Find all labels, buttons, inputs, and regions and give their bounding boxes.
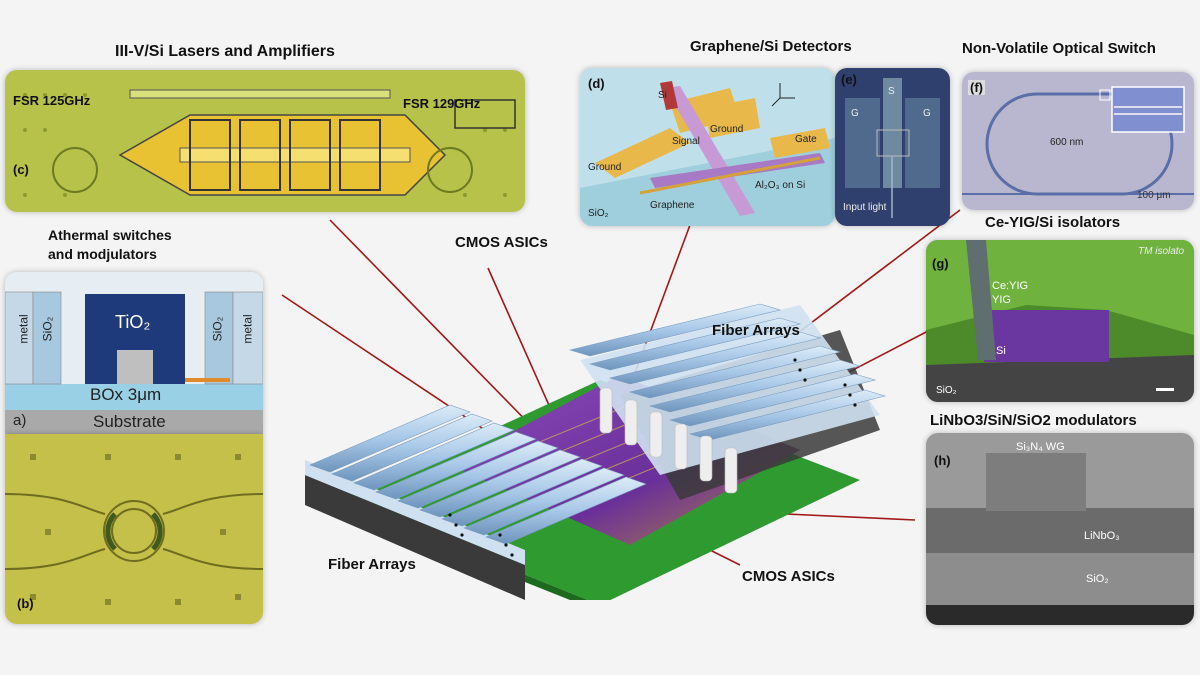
label-linbo3: LiNbO₃	[1084, 530, 1120, 542]
label-sio2-d: SiO₂	[588, 208, 609, 219]
panel-a-cross-section: metal SiO₂ TiO₂ SiO₂ metal BOx 3μm Subst…	[5, 272, 263, 434]
connector-line-cmos-top	[487, 267, 561, 431]
package-illustration	[305, 303, 887, 600]
title-switch: Non-Volatile Optical Switch	[962, 40, 1156, 57]
label-gate: Gate	[795, 134, 817, 145]
label-600nm: 600 nm	[1050, 137, 1084, 148]
label-si3n4: Si₃N₄ WG	[1016, 441, 1065, 453]
label-metal-1: metal	[16, 314, 31, 344]
panel-f-switch: (f) 600 nm 100 μm	[962, 72, 1194, 210]
label-g-1: G	[851, 108, 859, 119]
title-detectors: Graphene/Si Detectors	[690, 38, 852, 55]
fiber-array-right	[568, 303, 887, 441]
title-modulators: LiNbO3/SiN/SiO2 modulators	[930, 412, 1137, 429]
label-input-light: Input light	[843, 202, 887, 213]
label-sio2-2: SiO₂	[210, 316, 225, 342]
panel-a-tag: a)	[13, 412, 27, 429]
label-tio2: TiO₂	[115, 312, 151, 332]
fiber-array-left-base	[305, 475, 525, 600]
label-si-g: Si	[996, 345, 1006, 357]
label-ceyig: Ce:YIG	[992, 280, 1029, 292]
panel-f-tag: (f)	[968, 80, 985, 95]
label-substrate: Substrate	[93, 412, 166, 431]
connector-line-lasers	[329, 219, 546, 441]
fiber-array-left	[309, 404, 647, 545]
ellipsis-dots	[448, 358, 857, 557]
panel-g-tag: (g)	[932, 256, 949, 271]
panel-b-switch: (b)	[5, 434, 263, 624]
title-cmos-top: CMOS ASICs	[455, 234, 548, 251]
title-lasers: III-V/Si Lasers and Amplifiers	[115, 43, 335, 60]
label-si: Si	[658, 90, 667, 101]
panel-d-detector: (d) Si Signal Ground Ground Gate Graphen…	[580, 68, 835, 226]
panel-c-tag: (c)	[13, 162, 29, 177]
panel-e-tag: (e)	[841, 72, 857, 87]
panel-c-lasers: FSR 125GHz FSR 129GHz (c)	[5, 70, 525, 212]
label-ground-2: Ground	[588, 162, 622, 173]
label-ground-1: Ground	[710, 124, 744, 135]
title-athermal-1: Athermal switches	[48, 227, 172, 243]
label-sio2-h: SiO₂	[1086, 573, 1109, 585]
title-fiber-top: Fiber Arrays	[712, 322, 800, 339]
label-tm-isolator: TM isolato	[1138, 246, 1185, 257]
panel-d-tag: (d)	[588, 76, 605, 91]
label-g-2: G	[923, 108, 931, 119]
label-al2o3: Al₂O₃ on Si	[755, 180, 806, 191]
panel-b-tag: (b)	[17, 596, 34, 611]
panel-g-isolator: (g) Ce:YIG YIG Si SiO₂ TM isolato	[926, 240, 1194, 402]
label-s: S	[888, 86, 895, 97]
title-athermal-2: and modjulators	[48, 246, 157, 262]
fsr-left-label: FSR 125GHz	[13, 93, 91, 108]
title-isolators: Ce-YIG/Si isolators	[985, 214, 1121, 231]
title-cmos-bottom: CMOS ASICs	[742, 568, 835, 585]
label-box: BOx 3μm	[90, 385, 162, 404]
fsr-right-label: FSR 129GHz	[403, 96, 481, 111]
label-sio2-1: SiO₂	[40, 316, 55, 342]
panel-e-detector: (e) S G G Input light	[835, 68, 950, 226]
label-sio2-g: SiO₂	[936, 385, 957, 396]
panel-h-modulator: (h) Si₃N₄ WG LiNbO₃ SiO₂	[926, 433, 1194, 625]
label-100um: 100 μm	[1137, 190, 1171, 201]
label-signal: Signal	[672, 136, 700, 147]
title-fiber-bottom: Fiber Arrays	[328, 556, 416, 573]
label-yig: YIG	[992, 294, 1011, 306]
label-metal-2: metal	[240, 314, 255, 344]
label-graphene: Graphene	[650, 200, 695, 211]
fiber-lids	[599, 387, 738, 494]
panel-h-tag: (h)	[934, 453, 951, 468]
